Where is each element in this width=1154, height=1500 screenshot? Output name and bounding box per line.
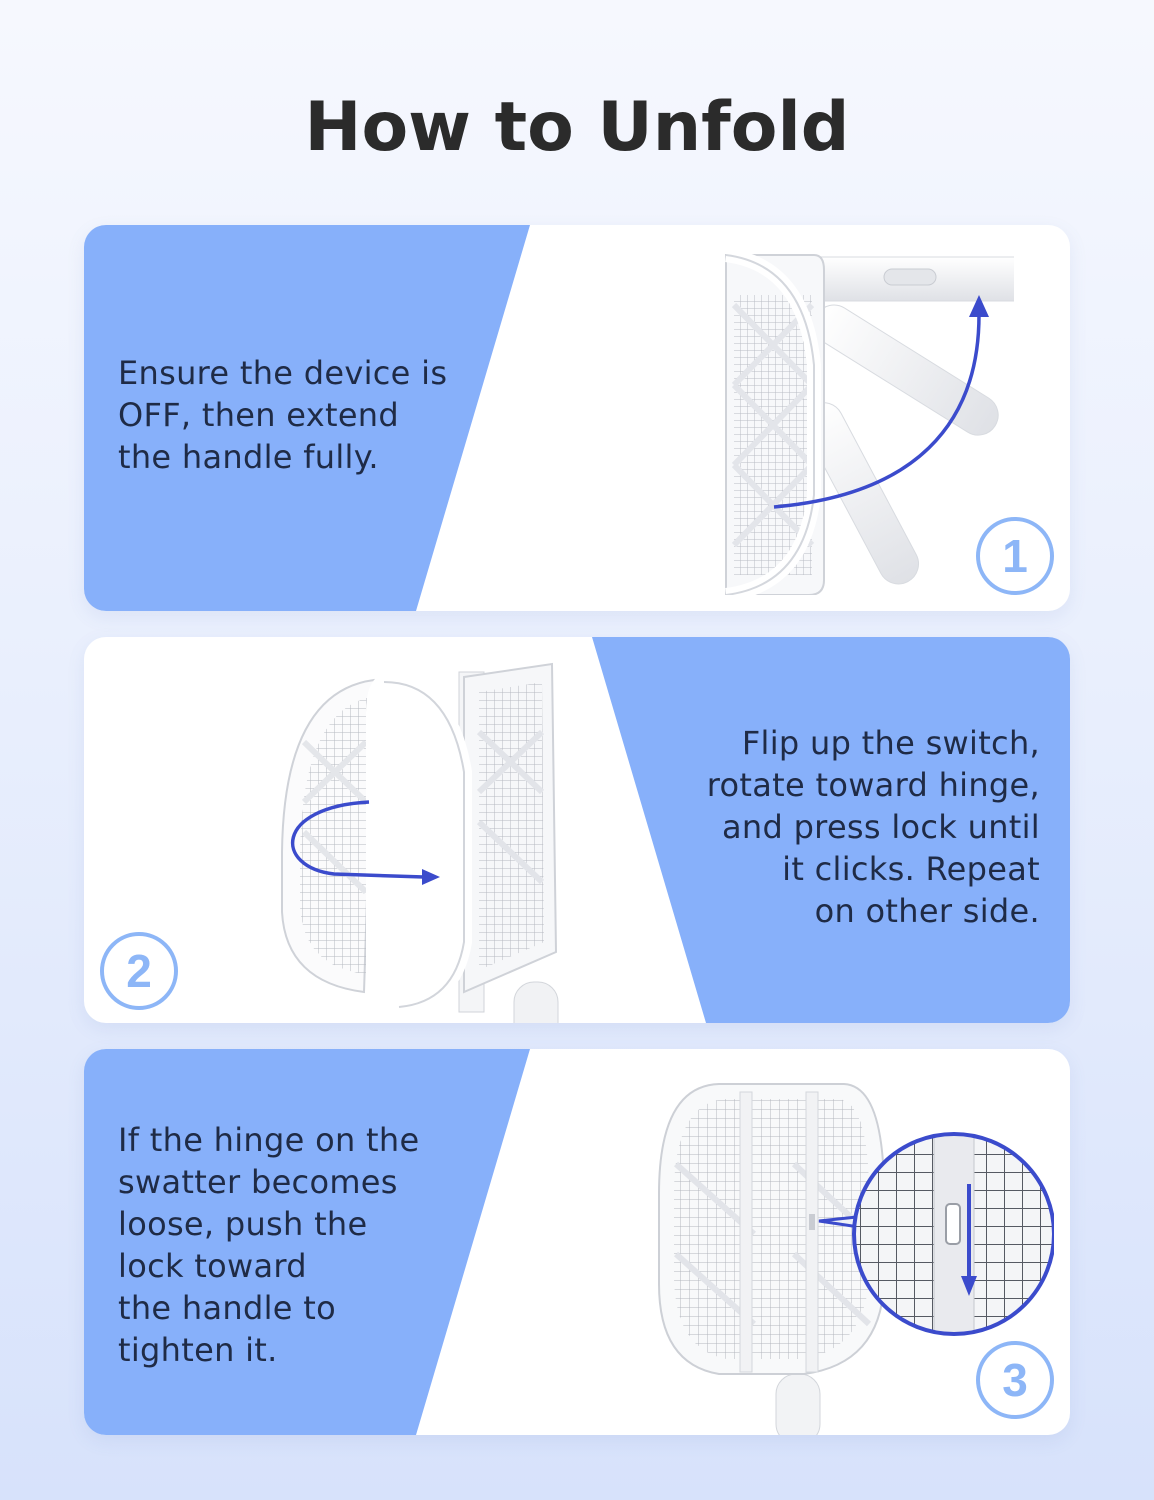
unfolding-swatter-illustration [281, 662, 559, 1023]
step-1-line: OFF, then extend [118, 396, 400, 434]
step-2-line: it clicks. Repeat [782, 850, 1040, 888]
step-2-text: Flip up the switch, rotate toward hinge,… [640, 722, 1040, 932]
step-3-badge: 3 [976, 1341, 1054, 1419]
step-3-line: If the hinge on the [118, 1121, 420, 1159]
step-1-line: Ensure the device is [118, 354, 448, 392]
step-card-2: Flip up the switch, rotate toward hinge,… [84, 637, 1070, 1023]
step-3-line: loose, push the [118, 1205, 368, 1243]
step-3-line: lock toward [118, 1247, 307, 1285]
step-3-line: swatter becomes [118, 1163, 398, 1201]
step-3-line: tighten it. [118, 1331, 278, 1369]
folded-swatter-illustration [724, 248, 1014, 595]
rotate-arrow-icon [291, 800, 425, 879]
step-3-text: If the hinge on the swatter becomes loos… [118, 1119, 478, 1371]
step-card-3: If the hinge on the swatter becomes loos… [84, 1049, 1070, 1435]
step-2-line: Flip up the switch, [741, 724, 1040, 762]
step-1-badge: 1 [976, 517, 1054, 595]
step-2-badge: 2 [100, 932, 178, 1010]
step-2-line: on other side. [814, 892, 1040, 930]
step-1-line: the handle fully. [118, 438, 379, 476]
unfolded-swatter-illustration [658, 1083, 1054, 1435]
step-2-line: and press lock until [722, 808, 1040, 846]
step-1-text: Ensure the device is OFF, then extend th… [118, 352, 498, 478]
step-3-line: the handle to [118, 1289, 336, 1327]
step-card-1: Ensure the device is OFF, then extend th… [84, 225, 1070, 611]
step-2-line: rotate toward hinge, [706, 766, 1040, 804]
page-title: How to Unfold [304, 88, 850, 167]
curved-arrow-icon [773, 314, 981, 509]
